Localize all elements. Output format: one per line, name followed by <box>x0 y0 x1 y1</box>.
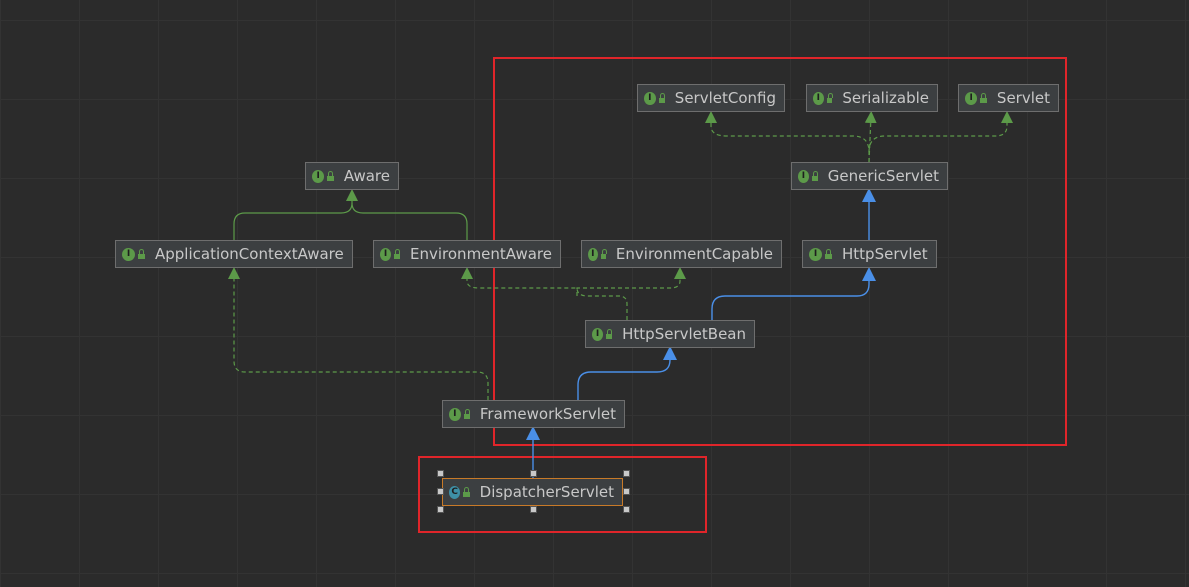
node-label: ServletConfig <box>674 89 776 107</box>
interface-icon: I <box>122 247 135 261</box>
lock-icon <box>658 92 665 103</box>
node-applicationcontextaware[interactable]: I ApplicationContextAware <box>115 240 353 268</box>
lock-icon <box>825 248 832 259</box>
lock-icon <box>463 486 470 497</box>
edge-frameworkservlet-applicationcontextaware <box>228 267 489 400</box>
node-label: FrameworkServlet <box>479 405 616 423</box>
resize-handle-bottom-left[interactable] <box>437 506 444 513</box>
resize-handle-top-left[interactable] <box>437 470 444 477</box>
node-servletconfig[interactable]: I ServletConfig <box>637 84 785 112</box>
interface-icon: I <box>588 247 598 261</box>
node-genericservlet[interactable]: I GenericServlet <box>791 162 948 190</box>
edge-genericservlet-serializable <box>864 111 877 163</box>
edge-environmentaware-aware <box>351 202 468 240</box>
lock-icon <box>606 328 613 339</box>
interface-icon: I <box>592 327 604 341</box>
interface-icon: I <box>380 247 392 261</box>
edge-httpservletbean-httpservlet <box>711 267 876 320</box>
lock-icon <box>811 170 818 181</box>
lock-icon <box>600 248 607 259</box>
node-frameworkservlet[interactable]: I FrameworkServlet <box>442 400 625 428</box>
resize-handle-top-right[interactable] <box>623 470 630 477</box>
edge-genericservlet-servlet <box>868 111 1013 153</box>
interface-icon: I <box>644 91 656 105</box>
node-label: HttpServletBean <box>622 325 746 343</box>
node-label: Servlet <box>996 89 1050 107</box>
edge-applicationcontextaware-aware <box>233 189 358 240</box>
node-httpservletbean[interactable]: I HttpServletBean <box>585 320 755 348</box>
node-aware[interactable]: I Aware <box>305 162 399 190</box>
node-label: EnvironmentCapable <box>615 245 773 263</box>
node-serializable[interactable]: I Serializable <box>806 84 938 112</box>
resize-handle-bottom-center[interactable] <box>530 506 537 513</box>
node-label: ApplicationContextAware <box>155 245 344 263</box>
interface-icon: I <box>312 169 325 183</box>
interface-icon: I <box>965 91 978 105</box>
node-label: DispatcherServlet <box>479 483 614 501</box>
node-label: Serializable <box>842 89 929 107</box>
node-label: Aware <box>343 167 390 185</box>
node-environmentcapable[interactable]: I EnvironmentCapable <box>581 240 782 268</box>
edge-httpservletbean-environmentcapable <box>576 267 686 296</box>
lock-icon <box>980 92 987 103</box>
lock-icon <box>463 408 470 419</box>
interface-icon: I <box>449 407 461 421</box>
node-environmentaware[interactable]: I EnvironmentAware <box>373 240 561 268</box>
edge-httpservletbean-environmentaware <box>461 267 628 320</box>
node-dispatcherservlet[interactable]: C DispatcherServlet <box>442 478 623 506</box>
lock-icon <box>826 92 833 103</box>
interface-icon: I <box>813 91 824 105</box>
edge-frameworkservlet-httpservletbean <box>577 346 677 400</box>
node-httpservlet[interactable]: I HttpServlet <box>802 240 937 268</box>
lock-icon <box>138 248 145 259</box>
node-label: EnvironmentAware <box>410 245 552 263</box>
node-label: HttpServlet <box>842 245 928 263</box>
lock-icon <box>394 248 401 259</box>
lock-icon <box>327 170 334 181</box>
resize-handle-middle-right[interactable] <box>623 488 630 495</box>
node-label: GenericServlet <box>827 167 939 185</box>
resize-handle-bottom-right[interactable] <box>623 506 630 513</box>
interface-icon: I <box>798 169 809 183</box>
highlight-box-dispatcher <box>418 456 707 533</box>
class-icon: C <box>449 485 461 499</box>
edge-genericservlet-servletconfig <box>705 111 870 162</box>
node-servlet[interactable]: I Servlet <box>958 84 1059 112</box>
interface-icon: I <box>809 247 822 261</box>
resize-handle-middle-left[interactable] <box>437 488 444 495</box>
resize-handle-top-center[interactable] <box>530 470 537 477</box>
